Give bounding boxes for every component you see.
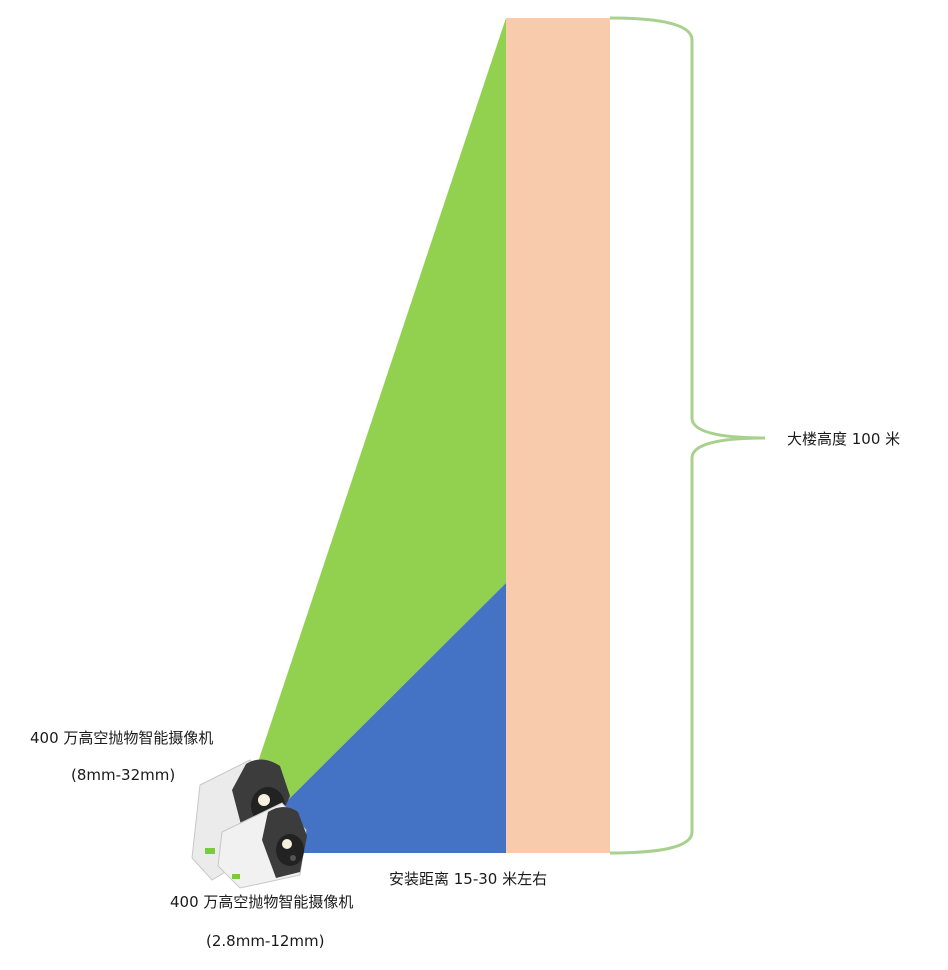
building — [506, 18, 610, 853]
camera-tele-lens: (8mm-32mm) — [71, 766, 176, 784]
camera-wide-title: 400 万高空抛物智能摄像机 — [170, 893, 354, 911]
camera-tele-title: 400 万高空抛物智能摄像机 — [30, 729, 214, 747]
building-height-label: 大楼高度 100 米 — [787, 430, 901, 448]
tele-field-of-view — [256, 18, 506, 818]
install-distance-label: 安装距离 15-30 米左右 — [389, 870, 548, 888]
wide-field-of-view — [270, 583, 506, 853]
camera-wide-lens: (2.8mm-12mm) — [206, 932, 325, 950]
height-brace — [609, 16, 766, 855]
camera-icon — [217, 802, 307, 889]
